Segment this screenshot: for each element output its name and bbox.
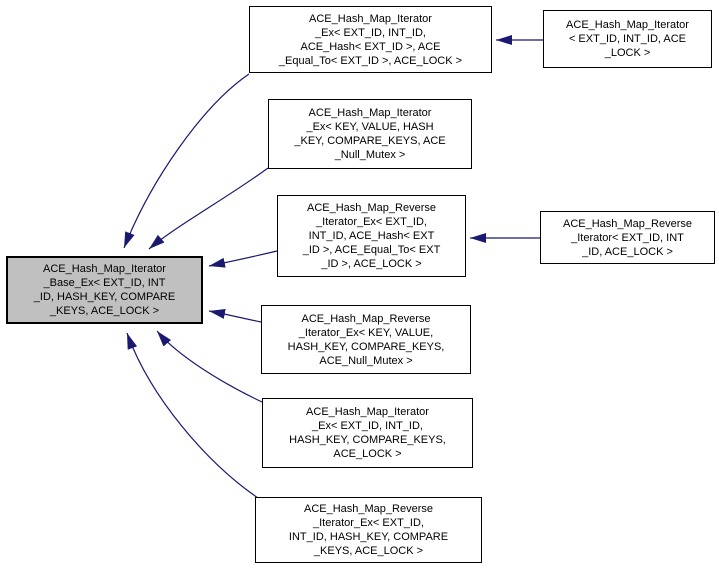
- class-node-base-label: ACE_Hash_Map_Iterator _Base_Ex< EXT_ID, …: [33, 263, 176, 317]
- inheritance-edge-iterator-ex-keyvalue: [148, 167, 269, 250]
- inheritance-edge-reverse-iterator-ex-full: [208, 250, 278, 268]
- class-node-iterator-ex-hashkey-label: ACE_Hash_Map_Iterator _Ex< EXT_ID, INT_I…: [289, 406, 446, 460]
- class-node-iterator-ex-full-label: ACE_Hash_Map_Iterator _Ex< EXT_ID, INT_I…: [278, 12, 463, 67]
- class-node-reverse-iterator-ex-hashkey-label: ACE_Hash_Map_Reverse _Iterator_Ex< EXT_I…: [288, 503, 449, 557]
- inheritance-edge-iterator-ex-full: [123, 73, 250, 249]
- class-node-reverse-iterator-ex-hashkey[interactable]: ACE_Hash_Map_Reverse _Iterator_Ex< EXT_I…: [255, 497, 482, 563]
- class-node-reverse-iterator[interactable]: ACE_Hash_Map_Reverse _Iterator< EXT_ID, …: [540, 211, 715, 264]
- inheritance-edge-iterator-ex-hashkey: [156, 330, 263, 403]
- inheritance-edge-reverse-iterator-ex-hashkey: [126, 332, 259, 499]
- class-node-reverse-iterator-ex-keyvalue-label: ACE_Hash_Map_Reverse _Iterator_Ex< KEY, …: [287, 312, 445, 367]
- class-node-reverse-iterator-label: ACE_Hash_Map_Reverse _Iterator< EXT_ID, …: [562, 217, 692, 258]
- inheritance-edge-reverse-iterator-ex-keyvalue: [208, 309, 262, 323]
- class-node-reverse-iterator-ex-full[interactable]: ACE_Hash_Map_Reverse _Iterator_Ex< EXT_I…: [277, 195, 466, 277]
- class-node-reverse-iterator-ex-keyvalue[interactable]: ACE_Hash_Map_Reverse _Iterator_Ex< KEY, …: [261, 305, 471, 374]
- class-node-iterator-ex-hashkey[interactable]: ACE_Hash_Map_Iterator _Ex< EXT_ID, INT_I…: [262, 398, 473, 468]
- class-node-iterator-label: ACE_Hash_Map_Iterator < EXT_ID, INT_ID, …: [566, 19, 689, 59]
- class-node-iterator-ex-full[interactable]: ACE_Hash_Map_Iterator _Ex< EXT_ID, INT_I…: [249, 6, 492, 73]
- class-node-iterator[interactable]: ACE_Hash_Map_Iterator < EXT_ID, INT_ID, …: [543, 10, 712, 68]
- class-node-base: ACE_Hash_Map_Iterator _Base_Ex< EXT_ID, …: [6, 256, 203, 324]
- class-node-reverse-iterator-ex-full-label: ACE_Hash_Map_Reverse _Iterator_Ex< EXT_I…: [302, 202, 441, 270]
- class-node-iterator-ex-keyvalue[interactable]: ACE_Hash_Map_Iterator _Ex< KEY, VALUE, H…: [268, 99, 472, 169]
- class-node-iterator-ex-keyvalue-label: ACE_Hash_Map_Iterator _Ex< KEY, VALUE, H…: [294, 107, 446, 161]
